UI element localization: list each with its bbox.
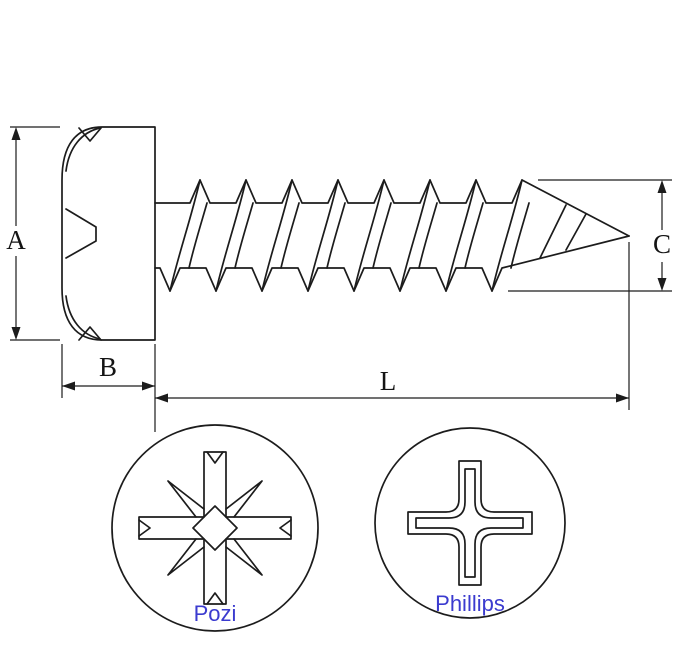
thread-top-profile: [154, 179, 630, 237]
extension-lines-c: [508, 179, 672, 292]
extension-lines-a: [10, 126, 60, 341]
dim-label-c: C: [653, 229, 671, 259]
phillips-label: Phillips: [435, 591, 505, 616]
arrowhead-up-icon: [11, 127, 21, 140]
dim-label-l: L: [380, 366, 397, 396]
phillips-circle: [374, 427, 566, 619]
arrowhead-up-icon: [657, 180, 667, 193]
threaded-shank: [154, 179, 630, 292]
phillips-cross-inner: [415, 468, 524, 578]
pozi-tip-notches: [138, 451, 292, 605]
pozi-circle: [111, 424, 319, 632]
pozi-cross-recess: [138, 451, 292, 605]
head-outline: [61, 126, 156, 341]
head-slot-mark-top: [78, 127, 102, 142]
arrowhead-down-icon: [11, 327, 21, 340]
dimension-l: L: [155, 242, 630, 410]
phillips-drive-view: Phillips: [374, 427, 566, 619]
dimension-b: B: [61, 344, 156, 432]
arrowhead-left-icon: [155, 393, 168, 403]
arrowhead-right-icon: [616, 393, 629, 403]
dimension-a: A: [6, 126, 60, 341]
arrowhead-left-icon: [62, 381, 75, 391]
thread-flank-lines: [169, 179, 587, 292]
head-dome-arc-bottom: [65, 295, 101, 340]
screw-head-side-view: [61, 126, 156, 341]
head-slot-mark-bottom: [78, 326, 102, 341]
dim-label-b: B: [99, 352, 117, 382]
dim-label-a: A: [6, 225, 26, 255]
pozi-drive-view: Pozi: [111, 424, 319, 632]
pozi-radial-spikes: [167, 480, 263, 576]
phillips-cross-outer: [407, 460, 533, 586]
thread-bottom-profile: [154, 235, 630, 292]
arrowhead-down-icon: [657, 278, 667, 291]
pozi-label: Pozi: [194, 601, 237, 626]
head-recess-side-profile: [65, 208, 97, 259]
arrowhead-right-icon: [142, 381, 155, 391]
dimension-c: C: [508, 179, 672, 292]
head-dome-arc-top: [65, 127, 101, 172]
pozi-center-diamond: [192, 505, 238, 551]
extension-lines-b: [61, 344, 156, 432]
